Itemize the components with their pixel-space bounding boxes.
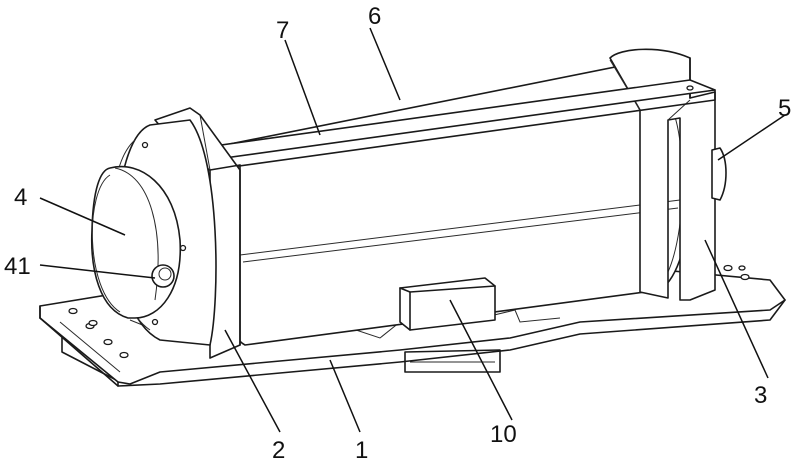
bottom-clamp bbox=[399, 277, 496, 331]
end-plug bbox=[711, 147, 727, 201]
part-label-6: 6 bbox=[368, 3, 381, 30]
part-label-1: 1 bbox=[355, 437, 368, 464]
part-label-4: 4 bbox=[14, 184, 27, 211]
part-label-2: 2 bbox=[272, 437, 285, 464]
part-label-41: 41 bbox=[4, 253, 31, 280]
part-label-5: 5 bbox=[778, 95, 791, 122]
leader-lines bbox=[39, 27, 786, 433]
part-label-7: 7 bbox=[276, 17, 289, 44]
knob bbox=[151, 264, 175, 288]
part-labels: 6 7 5 4 41 2 1 10 3 bbox=[4, 3, 791, 464]
part-label-10: 10 bbox=[490, 421, 517, 448]
part-label-3: 3 bbox=[754, 382, 767, 409]
